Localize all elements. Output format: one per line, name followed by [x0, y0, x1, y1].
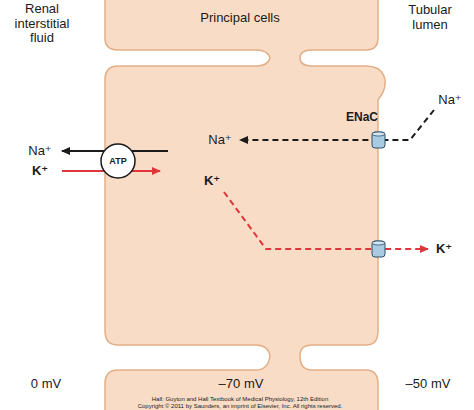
channel-name: ENaC [346, 111, 378, 125]
source-note: Hall: Guyton and Hall Textbook of Medica… [152, 396, 329, 403]
principal-cells [105, 0, 385, 410]
ion-label: K⁺ [204, 174, 220, 189]
ion-label: K⁺ [436, 242, 452, 257]
voltage-label: –70 mV [219, 377, 264, 392]
compartment-label: Tubular lumen [395, 3, 465, 33]
compartment-label: Principal cells [195, 11, 285, 26]
k-channel [372, 241, 385, 257]
atp-pump: ATP [100, 143, 136, 179]
ion-label: Na⁺ [438, 93, 461, 108]
k-channel-arrow [224, 192, 428, 249]
na-enac-arrow [240, 110, 434, 140]
ion-label: Na⁺ [28, 144, 51, 159]
voltage-label: –50 mV [406, 377, 451, 392]
compartment-label: Renal interstitial fluid [2, 2, 82, 47]
pump-label: ATP [100, 143, 136, 179]
voltage-label: 0 mV [31, 377, 61, 392]
enac-channel [372, 132, 385, 148]
ion-label: Na⁺ [208, 133, 231, 148]
ion-label: K⁺ [32, 164, 48, 179]
copyright-note: Copyright © 2011 by Saunders, an imprint… [138, 403, 343, 410]
